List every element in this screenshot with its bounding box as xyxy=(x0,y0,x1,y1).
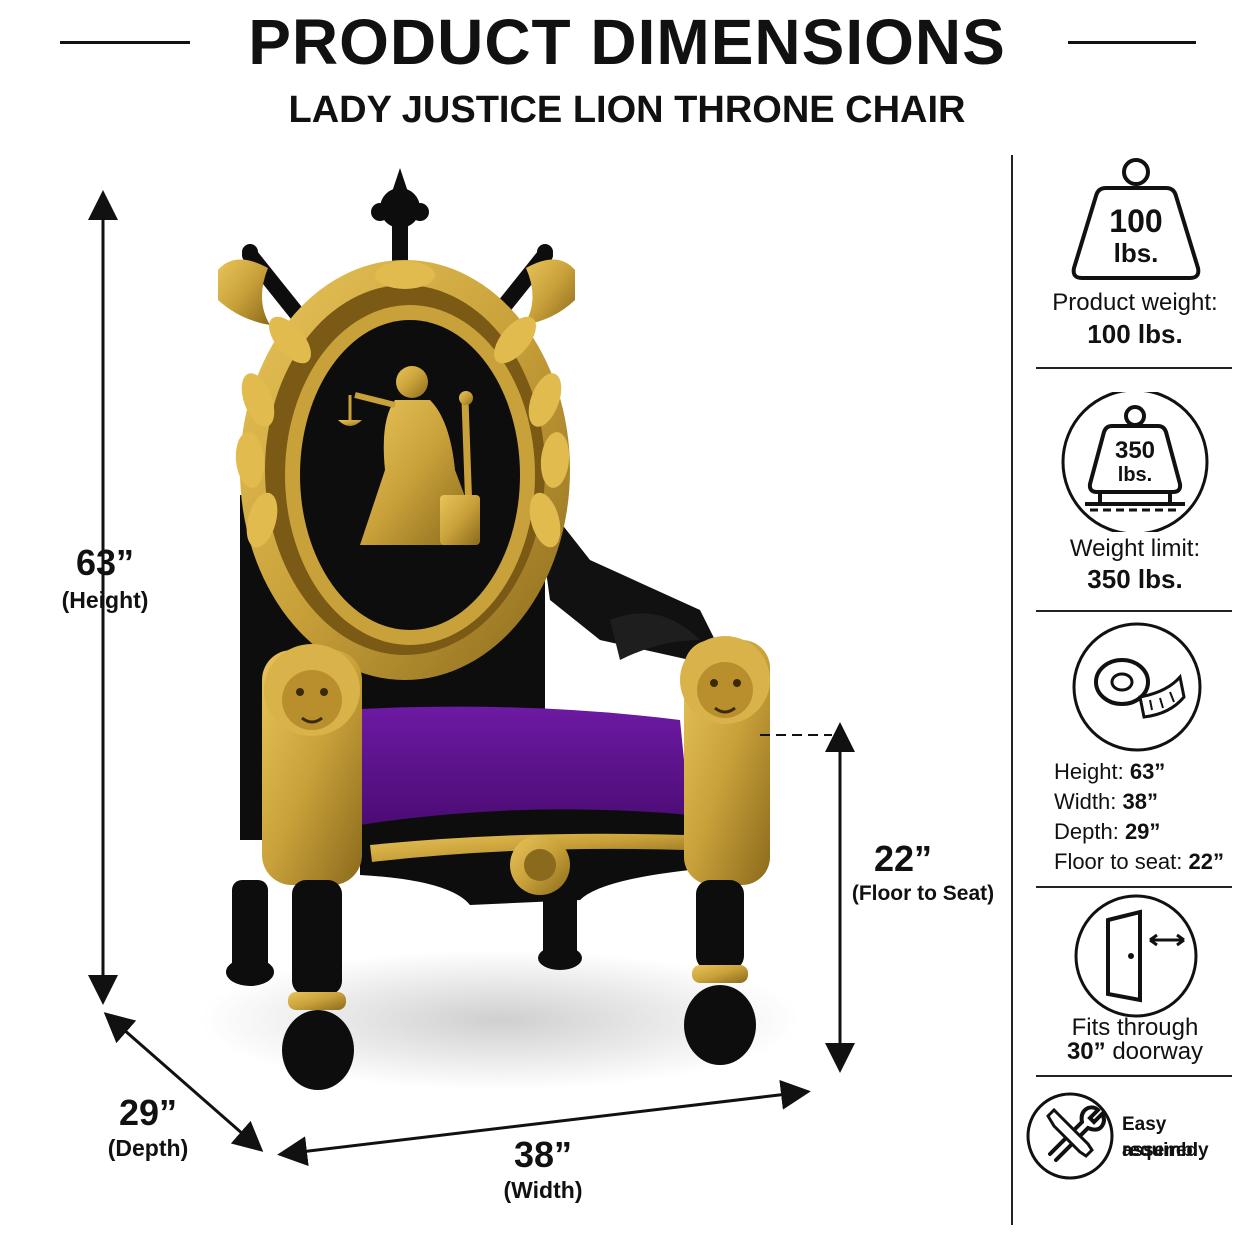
right-lion-post xyxy=(680,636,770,885)
title-rule-right xyxy=(1068,41,1196,44)
wreath-leaves xyxy=(235,261,570,548)
product-subtitle: LADY JUSTICE LION THRONE CHAIR xyxy=(288,89,966,131)
spec-divider-4 xyxy=(1036,1075,1232,1077)
assembly-line-2: required xyxy=(1122,1140,1199,1161)
seat-height-label: (Floor to Seat) xyxy=(851,882,995,905)
left-lion-post xyxy=(262,644,362,885)
measure-width: Width: 38” xyxy=(1054,789,1158,814)
spec-divider-2 xyxy=(1036,610,1232,612)
limit-icon-number: 350 xyxy=(1115,437,1155,464)
tape-measure-icon xyxy=(1072,622,1202,752)
doorway-line-1: Fits through xyxy=(1071,1014,1199,1041)
height-label: (Height) xyxy=(61,587,149,613)
measurements-list: Height: 63” Width: 38” Depth: 29” Floor … xyxy=(1054,757,1224,877)
depth-arrow xyxy=(103,1012,264,1152)
weight-icon-number: 100 xyxy=(1109,203,1162,239)
width-value: 38” xyxy=(513,1134,573,1175)
measure-depth: Depth: 29” xyxy=(1054,819,1161,844)
top-finial xyxy=(371,168,429,265)
spec-divider-3 xyxy=(1036,886,1232,888)
front-left-leg xyxy=(282,880,354,1090)
measure-floor-to-seat: Floor to seat: 22” xyxy=(1054,849,1224,874)
lady-justice-figure xyxy=(338,366,480,545)
purple-seat-cushion xyxy=(340,706,690,830)
front-right-leg xyxy=(684,880,756,1065)
back-left-leg xyxy=(232,880,268,980)
width-arrow xyxy=(277,1079,811,1167)
title-rule-left xyxy=(60,41,190,44)
tools-icon xyxy=(1026,1092,1114,1180)
weight-limit-icon: 350 lbs. xyxy=(1061,392,1209,532)
seat-height-value: 22” xyxy=(873,838,933,879)
limit-icon-unit: lbs. xyxy=(1118,464,1152,486)
weight-limit-label: Weight limit: xyxy=(1069,535,1201,562)
width-label: (Width) xyxy=(503,1177,583,1203)
depth-label: (Depth) xyxy=(107,1135,189,1161)
assembly-line-1: Easy assembly xyxy=(1122,1114,1209,1161)
height-value: 63” xyxy=(75,542,135,583)
weight-icon-unit: lbs. xyxy=(1114,238,1159,268)
product-weight-value: 100 lbs. xyxy=(1087,319,1183,349)
depth-value: 29” xyxy=(118,1092,178,1133)
doorway-line-2: 30” doorway xyxy=(1066,1038,1204,1065)
page-title: PRODUCT DIMENSIONS xyxy=(248,6,1006,78)
spec-divider-1 xyxy=(1036,367,1232,369)
weight-limit-value: 350 lbs. xyxy=(1087,564,1183,594)
wing-carving xyxy=(610,613,700,660)
measure-height: Height: 63” xyxy=(1054,759,1166,784)
weight-icon: 100 lbs. xyxy=(1071,158,1201,280)
product-weight-label: Product weight: xyxy=(1052,289,1218,316)
right-arm xyxy=(535,490,720,660)
doorway-icon xyxy=(1074,894,1198,1018)
